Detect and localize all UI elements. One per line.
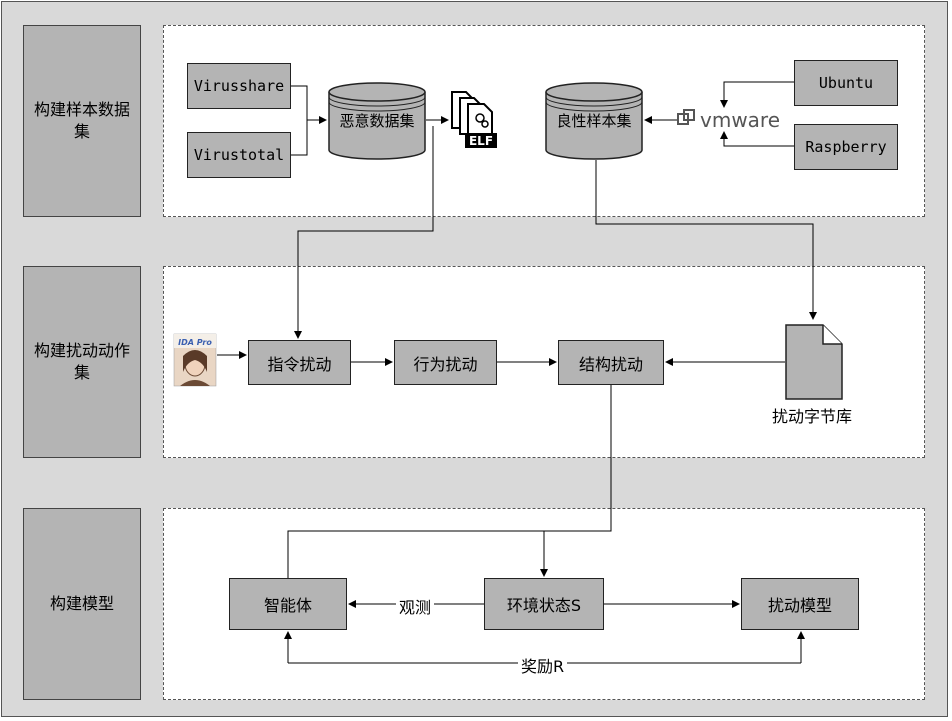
edge-virustotal-malicious — [291, 120, 308, 156]
svg-text:ELF: ELF — [469, 134, 493, 148]
byte-library-document-icon — [785, 324, 843, 400]
ida-pro-icon: IDA Pro — [173, 333, 217, 387]
malicious-dataset-label: 恶意数据集 — [339, 112, 415, 130]
environment-state-box: 环境状态S — [484, 578, 604, 630]
svg-text:IDA Pro: IDA Pro — [178, 338, 212, 347]
benign-dataset-cylinder — [545, 82, 643, 160]
stage-label-dataset: 构建样本数据集 — [23, 25, 141, 217]
raspberry-box: Raspberry — [794, 124, 898, 170]
perturbation-model-box: 扰动模型 — [741, 578, 859, 630]
edge-benign-bytelib — [595, 160, 817, 320]
svg-text:vmware: vmware — [700, 108, 780, 132]
virusshare-box: Virusshare — [187, 63, 291, 109]
stage-label-model: 构建模型 — [23, 508, 141, 700]
edge-malicious-instruction — [294, 126, 434, 339]
structure-perturbation-box: 结构扰动 — [558, 340, 664, 385]
ubuntu-box: Ubuntu — [794, 60, 898, 106]
behavior-perturbation-box: 行为扰动 — [394, 340, 497, 385]
malicious-dataset-cylinder — [328, 82, 426, 160]
benign-dataset-label: 良性样本集 — [556, 112, 632, 130]
edge-raspberry-vmware — [720, 131, 794, 147]
edge-ubuntu-vmware — [720, 81, 794, 108]
instruction-perturbation-box: 指令扰动 — [248, 340, 351, 385]
vmware-logo: vmware — [677, 108, 780, 132]
virustotal-box: Virustotal — [187, 132, 291, 178]
panel-dataset — [163, 25, 925, 217]
edge-agent-environment — [287, 530, 544, 578]
edge-virusshare-malicious — [291, 85, 327, 124]
byte-library-label: 扰动字节库 — [772, 407, 853, 426]
stage-label-actions: 构建扰动动作集 — [23, 266, 141, 458]
agent-box: 智能体 — [229, 578, 347, 630]
edge-structure-environment — [540, 385, 612, 577]
elf-file-icon: ELF — [451, 91, 497, 148]
reward-label: 奖励R — [518, 653, 568, 677]
observe-label: 观测 — [396, 594, 435, 618]
